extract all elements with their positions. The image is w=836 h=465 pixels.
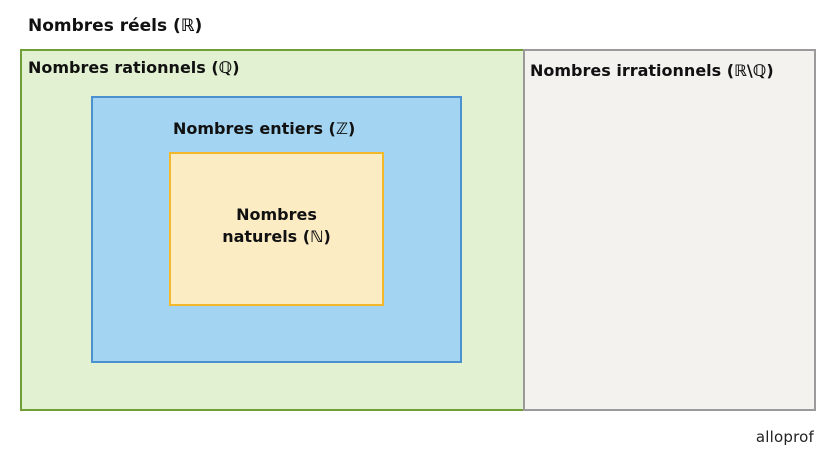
alloprof-logo: alloprof	[755, 428, 814, 446]
naturals-label-line2: naturels (ℕ)	[222, 227, 331, 247]
integers-label: Nombres entiers (ℤ)	[173, 119, 356, 138]
diagram-title: Nombres réels (ℝ)	[28, 16, 203, 36]
irrationals-label: Nombres irrationnels (ℝ\ℚ)	[530, 61, 774, 80]
naturals-label-line1: Nombres	[236, 205, 317, 224]
naturals-label: Nombres naturels (ℕ)	[171, 204, 382, 249]
naturals-set-box	[169, 152, 384, 306]
rationals-label: Nombres rationnels (ℚ)	[28, 58, 240, 77]
irrationals-set-box	[523, 49, 816, 411]
